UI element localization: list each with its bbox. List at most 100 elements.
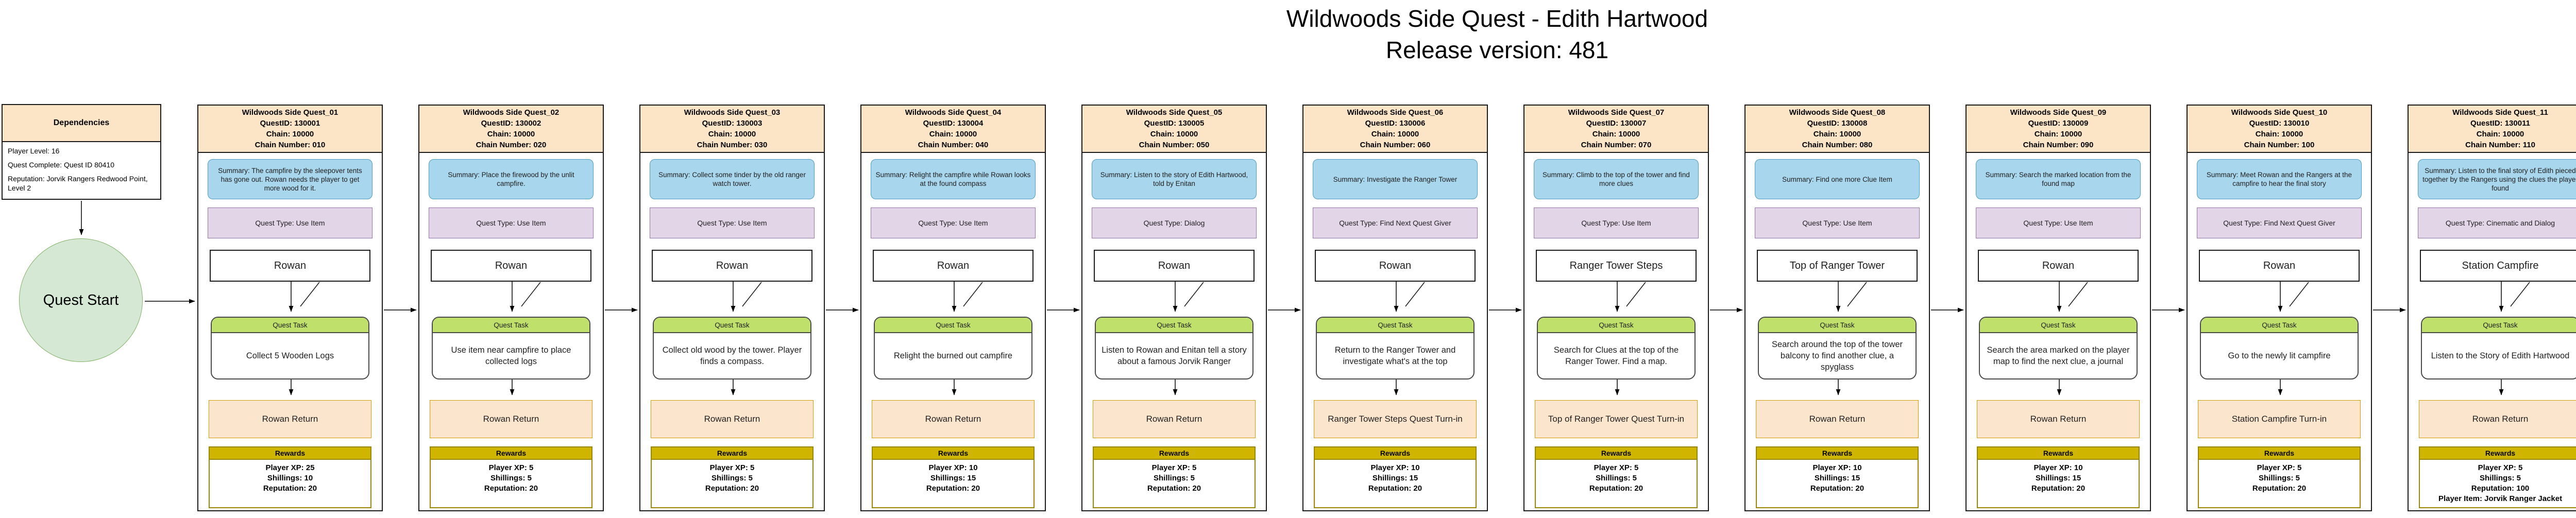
quest-task-box: Quest Task Relight the burned out campfi…: [874, 317, 1032, 379]
bubble-tail-and-arrow: [952, 282, 983, 312]
quest-giver-bubble: Rowan: [431, 250, 591, 282]
page-title: Wildwoods Side Quest - Edith Hartwood Re…: [0, 3, 2576, 65]
quest-task-text: Search for Clues at the top of the Range…: [1553, 346, 1679, 366]
reward-line: Shillings: 15: [2035, 474, 2081, 482]
quest-chain: Chain: 10000: [708, 130, 756, 139]
quest-giver-bubble: Rowan: [1094, 250, 1255, 282]
quest-summary: Summary: The campfire by the sleepover t…: [208, 159, 372, 199]
quest-task-text: Relight the burned out campfire: [893, 351, 1013, 360]
quest-box: Wildwoods Side Quest_03 QuestID: 130003 …: [639, 105, 825, 511]
quest-turn-in: Rowan Return: [1977, 400, 2140, 438]
reward-line: Shillings: 5: [2479, 474, 2521, 482]
reward-line: Shillings: 5: [2258, 474, 2300, 482]
quest-type: Quest Type: Dialog: [1092, 208, 1257, 238]
quest-title: Wildwoods Side Quest_09: [2010, 108, 2107, 117]
reward-line: Shillings: 5: [490, 474, 532, 482]
quest-id: QuestID: 130009: [2028, 119, 2089, 128]
task-to-return-arrow: [1615, 379, 1620, 395]
dependency-item: Reputation: Jorvik Rangers Redwood Point…: [8, 175, 148, 192]
quest-header: Wildwoods Side Quest_01 QuestID: 130001 …: [198, 106, 382, 153]
quest-task-box: Quest Task Search for Clues at the top o…: [1537, 317, 1696, 379]
quest-box: Wildwoods Side Quest_04 QuestID: 130004 …: [860, 105, 1046, 511]
quest-giver-bubble: Rowan: [1315, 250, 1476, 282]
quest-task-text: Go to the newly lit campfire: [2228, 351, 2331, 360]
rewards-header: Rewards: [1978, 447, 2139, 460]
quest-box: Wildwoods Side Quest_10 QuestID: 130010 …: [2187, 105, 2372, 511]
quest-task-text: Collect old wood by the tower. Player fi…: [662, 346, 802, 366]
reward-line: Shillings: 10: [267, 474, 313, 482]
reward-line: Player XP: 5: [2478, 463, 2523, 472]
dependencies-header: Dependencies: [3, 105, 160, 142]
quest-chain-number: Chain Number: 090: [2023, 141, 2094, 149]
quest-summary: Summary: Investigate the Ranger Tower: [1313, 159, 1478, 199]
quest-chain-number: Chain Number: 100: [2244, 141, 2315, 149]
bubble-tail-and-arrow: [510, 282, 541, 312]
quest-task-box: Quest Task Collect 5 Wooden Logs: [211, 317, 369, 379]
task-to-return-arrow: [1394, 379, 1399, 395]
rewards-header: Rewards: [1757, 447, 1918, 460]
quest-summary: Summary: Listen to the final story of Ed…: [2418, 159, 2576, 199]
quest-header: Wildwoods Side Quest_10 QuestID: 130010 …: [2188, 106, 2371, 153]
quest-box: Wildwoods Side Quest_08 QuestID: 130008 …: [1744, 105, 1930, 511]
quest-giver-bubble: Rowan: [1978, 250, 2139, 282]
quest-id: QuestID: 130008: [1807, 119, 1868, 128]
quest-turn-in: Rowan Return: [430, 400, 592, 438]
quest-box: Wildwoods Side Quest_07 QuestID: 130007 …: [1523, 105, 1709, 511]
quest-task-header: Quest Task: [212, 318, 368, 333]
quest-turn-in: Rowan Return: [872, 400, 1035, 438]
quest-chain-number: Chain Number: 080: [1802, 141, 1873, 149]
quest-chain-number: Chain Number: 110: [2465, 141, 2535, 149]
quest-summary: Summary: Search the marked location from…: [1976, 159, 2141, 199]
reward-line: Player XP: 10: [928, 463, 978, 472]
quest-header: Wildwoods Side Quest_03 QuestID: 130003 …: [640, 106, 824, 153]
quest-title: Wildwoods Side Quest_11: [2452, 108, 2548, 117]
quest-giver-bubble: Rowan: [2199, 250, 2360, 282]
reward-line: Shillings: 5: [711, 474, 753, 482]
quest-header: Wildwoods Side Quest_06 QuestID: 130006 …: [1303, 106, 1487, 153]
quest-start-label: Quest Start: [43, 291, 119, 308]
task-to-return-arrow: [1836, 379, 1841, 395]
rewards-header: Rewards: [2199, 447, 2360, 460]
quest-turn-in: Station Campfire Turn-in: [2198, 400, 2361, 438]
rewards-header: Rewards: [873, 447, 1033, 460]
quest-task-text: Collect 5 Wooden Logs: [246, 351, 334, 360]
task-to-return-arrow: [510, 379, 515, 395]
quest-type: Quest Type: Use Item: [871, 208, 1036, 238]
task-to-return-arrow: [289, 379, 294, 395]
quest-title: Wildwoods Side Quest_01: [242, 108, 338, 117]
task-to-return-arrow: [2499, 379, 2504, 395]
quest-title: Wildwoods Side Quest_02: [463, 108, 560, 117]
quest-chain: Chain: 10000: [1592, 130, 1640, 139]
reward-line: Reputation: 20: [1810, 484, 1865, 493]
reward-line: Reputation: 20: [705, 484, 759, 493]
quest-header: Wildwoods Side Quest_02 QuestID: 130002 …: [419, 106, 603, 153]
quest-task-text: Search around the top of the tower balco…: [1771, 340, 1903, 372]
quest-type: Quest Type: Find Next Quest Giver: [2197, 208, 2362, 238]
quest-id: QuestID: 130005: [1144, 119, 1205, 128]
quest-title: Wildwoods Side Quest_03: [684, 108, 781, 117]
reward-line: Reputation: 20: [1368, 484, 1422, 493]
quest-chain: Chain: 10000: [487, 130, 535, 139]
reward-line: Player XP: 25: [265, 463, 315, 472]
quest-title: Wildwoods Side Quest_05: [1126, 108, 1223, 117]
quest-chain-number: Chain Number: 050: [1139, 141, 1210, 149]
reward-line: Reputation: 20: [263, 484, 317, 493]
quest-turn-in: Top of Ranger Tower Quest Turn-in: [1535, 400, 1698, 438]
quest-chain-number: Chain Number: 060: [1360, 141, 1431, 149]
page-title-line2: Release version: 481: [1385, 36, 1609, 63]
quest-task-header: Quest Task: [1759, 318, 1916, 333]
rewards-header: Rewards: [652, 447, 812, 460]
quest-task-header: Quest Task: [1317, 318, 1473, 333]
bubble-tail-and-arrow: [2499, 282, 2530, 312]
quest-chain: Chain: 10000: [1150, 130, 1198, 139]
quest-task-header: Quest Task: [1096, 318, 1252, 333]
dependencies-body: Player Level: 16 Quest Complete: Quest I…: [3, 142, 160, 201]
quest-type: Quest Type: Use Item: [1976, 208, 2141, 238]
